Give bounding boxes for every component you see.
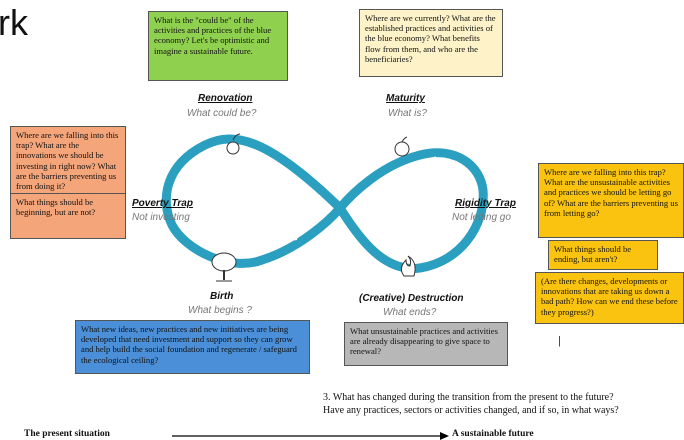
- maturity-title: Maturity: [386, 93, 425, 104]
- destruction-subtitle: What ends?: [383, 307, 437, 318]
- sapling-icon: [226, 133, 241, 155]
- destruction-title: (Creative) Destruction: [359, 293, 464, 304]
- fire-icon: [400, 255, 416, 277]
- arrow-flow-right: [417, 156, 437, 163]
- note-new-ideas: What new ideas, new practices and new in…: [75, 320, 310, 374]
- note-should-be-ending: What things should be ending, but aren't…: [548, 240, 658, 270]
- note-rigidity-trap-questions: Where are we falling into this trap? Wha…: [538, 163, 684, 238]
- note-should-be-beginning: What things should be beginning, but are…: [10, 193, 126, 239]
- timeline-arrow: [172, 432, 449, 440]
- poverty-trap-title: Poverty Trap: [132, 198, 193, 209]
- renovation-title: Renovation: [198, 93, 253, 104]
- renovation-subtitle: What could be?: [187, 108, 257, 119]
- note-poverty-trap-questions: Where are we falling into this trap? Wha…: [10, 126, 126, 194]
- note-bad-path: (Are there changes, developments or inno…: [535, 272, 684, 324]
- poverty-trap-subtitle: Not investing: [132, 212, 190, 223]
- timeline-to-label: A sustainable future: [452, 429, 534, 439]
- question-3-line-1: 3. What has changed during the transitio…: [323, 392, 614, 403]
- tree-icon: [211, 252, 237, 282]
- rigidity-trap-title: Rigidity Trap: [455, 198, 516, 209]
- fruit-icon: [394, 136, 410, 157]
- birth-subtitle: What begins ?: [188, 305, 252, 316]
- rigidity-trap-subtitle: Not letting go: [452, 212, 511, 223]
- text-cursor-mark: |: [558, 335, 561, 347]
- birth-title: Birth: [210, 291, 234, 302]
- question-3-line-2: Have any practices, sectors or activitie…: [323, 405, 619, 416]
- arrow-flow-left: [279, 235, 297, 247]
- infinity-loop: [161, 134, 488, 273]
- note-disappearing-practices: What unsustainable practices and activit…: [344, 322, 508, 366]
- note-could-be: What is the "could be" of the activities…: [148, 11, 288, 81]
- note-where-are-we: Where are we currently? What are the est…: [359, 9, 503, 77]
- timeline-from-label: The present situation: [24, 429, 110, 439]
- maturity-subtitle: What is?: [388, 108, 427, 119]
- partial-heading: rk: [0, 2, 28, 43]
